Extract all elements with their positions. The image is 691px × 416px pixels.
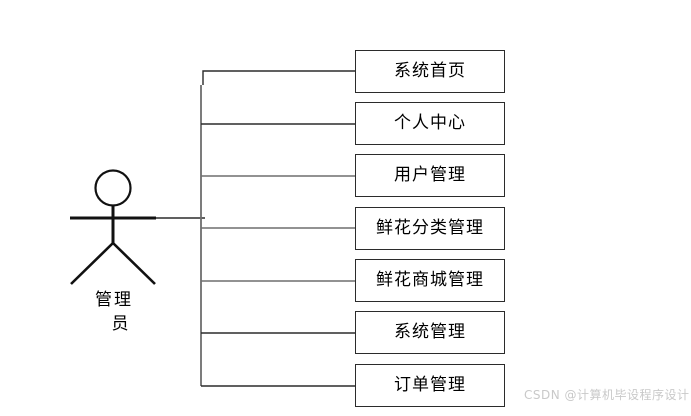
usecase-box-system-home[interactable]: 系统首页 <box>355 50 505 93</box>
actor-figure <box>70 169 156 285</box>
usecase-box-flower-mall-management[interactable]: 鲜花商城管理 <box>355 259 505 302</box>
actor-label: 管理 员 <box>74 288 154 336</box>
usecase-box-flower-category-management[interactable]: 鲜花分类管理 <box>355 207 505 250</box>
actor-head-icon <box>94 169 132 207</box>
usecase-label-flower-mall-management: 鲜花商城管理 <box>376 270 484 290</box>
usecase-box-system-management[interactable]: 系统管理 <box>355 311 505 354</box>
actor-leg-left <box>70 242 114 285</box>
usecase-box-order-management[interactable]: 订单管理 <box>355 364 505 407</box>
watermark-text: CSDN @计算机毕设程序设计 <box>524 388 690 402</box>
usecase-label-system-home: 系统首页 <box>394 61 466 81</box>
usecase-label-personal-center: 个人中心 <box>394 113 466 133</box>
actor-label-line-2: 员 <box>111 314 131 334</box>
usecase-box-personal-center[interactable]: 个人中心 <box>355 102 505 145</box>
actor-leg-right <box>112 242 156 285</box>
usecase-box-user-management[interactable]: 用户管理 <box>355 154 505 197</box>
usecase-label-system-management: 系统管理 <box>394 322 466 342</box>
actor-label-line-1: 管理 <box>95 290 133 310</box>
branch-line-1 <box>202 70 355 85</box>
usecase-label-user-management: 用户管理 <box>394 165 466 185</box>
usecase-label-flower-category-management: 鲜花分类管理 <box>376 218 484 238</box>
usecase-label-order-management: 订单管理 <box>394 375 466 395</box>
